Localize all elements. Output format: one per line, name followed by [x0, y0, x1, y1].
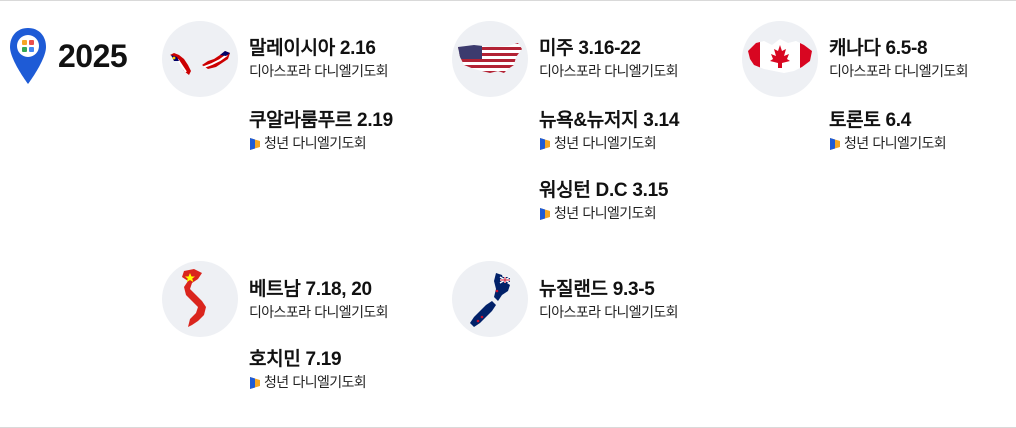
- event-title: 베트남 7.18, 20: [249, 279, 372, 300]
- event-hochiminh-youth: 호치민 7.19 청년 다니엘기도회: [249, 349, 367, 392]
- event-washington-youth: 워싱턴 D.C 3.15 청년 다니엘기도회: [539, 180, 668, 223]
- youth-logo-icon: [540, 208, 550, 220]
- year-header: 2025: [8, 26, 128, 86]
- event-subtitle: 청년 다니엘기도회: [539, 205, 668, 223]
- event-title: 호치민 7.19: [249, 349, 342, 370]
- event-subtitle: 청년 다니엘기도회: [829, 135, 947, 153]
- malaysia-flag-map-icon: [162, 21, 238, 97]
- event-title: 워싱턴 D.C 3.15: [539, 180, 669, 201]
- event-subtitle: 청년 다니엘기도회: [249, 135, 393, 153]
- vietnam-flag-map-icon: [162, 261, 238, 337]
- event-subtitle: 디아스포라 다니엘기도회: [539, 64, 679, 80]
- usa-flag-map-icon: [452, 21, 528, 97]
- event-newyork-youth: 뉴욕&뉴저지 3.14 청년 다니엘기도회: [539, 110, 679, 153]
- youth-logo-icon: [250, 138, 260, 150]
- event-subtitle: 청년 다니엘기도회: [539, 135, 679, 153]
- canada-flag-map-icon: [742, 21, 818, 97]
- event-title: 말레이시아 2.16: [249, 38, 376, 59]
- event-title: 캐나다 6.5-8: [829, 38, 928, 59]
- event-title: 뉴질랜드 9.3-5: [539, 279, 655, 300]
- event-subtitle: 디아스포라 다니엘기도회: [249, 64, 389, 80]
- event-subtitle: 디아스포라 다니엘기도회: [249, 305, 389, 321]
- event-usa-diaspora: 미주 3.16-22 디아스포라 다니엘기도회: [539, 38, 679, 81]
- event-title: 뉴욕&뉴저지 3.14: [539, 110, 680, 131]
- event-title: 쿠알라룸푸르 2.19: [249, 110, 393, 131]
- event-toronto-youth: 토론토 6.4 청년 다니엘기도회: [829, 110, 947, 153]
- youth-logo-icon: [540, 138, 550, 150]
- location-pin-icon: [10, 28, 46, 84]
- event-kualalumpur-youth: 쿠알라룸푸르 2.19 청년 다니엘기도회: [249, 110, 393, 153]
- event-subtitle: 디아스포라 다니엘기도회: [829, 64, 969, 80]
- event-malaysia-diaspora: 말레이시아 2.16 디아스포라 다니엘기도회: [249, 38, 389, 81]
- year-label: 2025: [58, 37, 128, 74]
- event-subtitle: 청년 다니엘기도회: [249, 374, 367, 392]
- event-title: 미주 3.16-22: [539, 38, 641, 59]
- event-subtitle: 디아스포라 다니엘기도회: [539, 305, 679, 321]
- newzealand-flag-map-icon: [452, 261, 528, 337]
- youth-logo-icon: [250, 377, 260, 389]
- event-newzealand-diaspora: 뉴질랜드 9.3-5 디아스포라 다니엘기도회: [539, 279, 679, 322]
- youth-logo-icon: [830, 138, 840, 150]
- event-canada-diaspora: 캐나다 6.5-8 디아스포라 다니엘기도회: [829, 38, 969, 81]
- event-vietnam-diaspora: 베트남 7.18, 20 디아스포라 다니엘기도회: [249, 279, 389, 322]
- event-title: 토론토 6.4: [829, 110, 912, 131]
